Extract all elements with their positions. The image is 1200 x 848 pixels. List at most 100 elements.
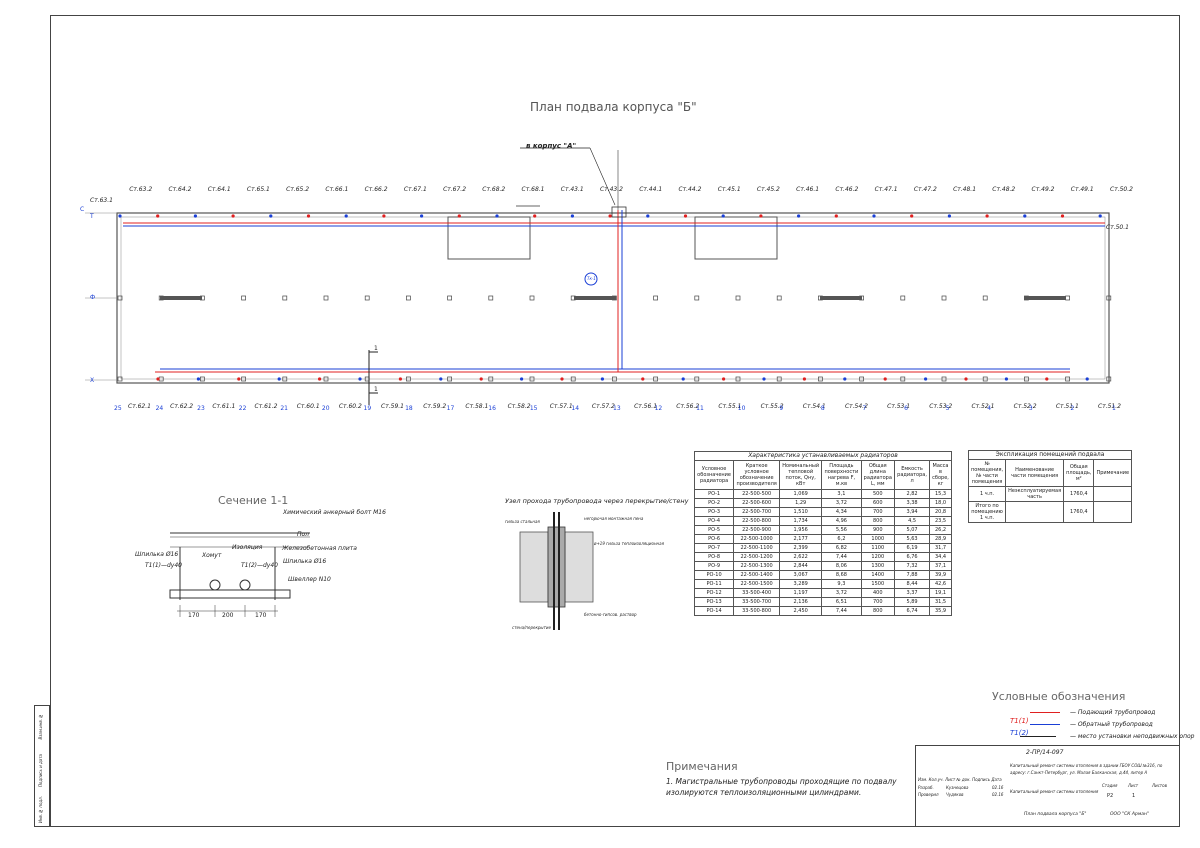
radiator-cell: 7,32 — [894, 561, 931, 571]
radiator-cell: 8,68 — [821, 570, 862, 580]
top-riser-label: Ст.67.2 — [443, 186, 467, 193]
stamp-code: 2-ПР/14-097 — [1026, 749, 1064, 756]
column-mark — [282, 376, 288, 382]
riser-mark — [947, 214, 952, 218]
rooms-header-cell: Общая площадь, м² — [1063, 459, 1095, 487]
column-mark — [323, 295, 329, 301]
column-mark — [1065, 295, 1070, 301]
radiator-cell: 23,5 — [929, 516, 952, 526]
top-riser-label: Ст.66.1 — [325, 186, 349, 193]
bottom-riser-label: Ст.55.2 — [760, 403, 784, 410]
radiator-header-cell: Условное обозначение радиатора — [693, 460, 735, 490]
side-stamp-0: Инв.№ подл. — [38, 796, 43, 824]
radiator-cell: 35,9 — [929, 606, 952, 616]
rooms-header-cell: Наименование части помещения — [1005, 459, 1065, 487]
radiator-cell: 18,0 — [929, 498, 952, 508]
radiator-cell: 2,450 — [779, 606, 823, 616]
radiator-cell: РО-3 — [693, 507, 735, 517]
radiator-cell: 800 — [860, 606, 896, 616]
axis-number: 8 — [820, 405, 825, 412]
axis-c: С — [80, 206, 85, 213]
column-mark — [447, 376, 452, 382]
top-riser-label: Ст.45.1 — [717, 186, 741, 193]
riser-mark — [156, 214, 160, 218]
radiator-cell: 1400 — [860, 570, 896, 580]
axis-number: 7 — [862, 405, 867, 412]
column-mark — [776, 295, 782, 301]
legend-line-return — [1030, 724, 1060, 725]
node-label-foam: негорючая монтажная пена — [584, 516, 644, 521]
bottom-riser-label: Ст.58.1 — [465, 403, 489, 410]
column-mark — [406, 376, 411, 382]
column-mark — [900, 295, 906, 301]
radiator-cell: 6,19 — [894, 543, 931, 553]
riser-mark — [570, 214, 575, 218]
section-label-floor: Пол — [297, 531, 310, 538]
radiator-cell: 6,76 — [894, 552, 931, 562]
column-mark — [1024, 376, 1029, 382]
stamp-date-2: 02.16 — [992, 792, 1004, 797]
top-riser-label: Ст.48.2 — [992, 186, 1016, 193]
notes-title: Примечания — [666, 760, 738, 773]
notes-text-1: 1. Магистральные трубопроводы проходящие… — [666, 777, 897, 786]
radiator-cell: РО-4 — [693, 516, 735, 526]
radiator-cell: РО-9 — [693, 561, 735, 571]
stamp-dev: Разраб. — [918, 785, 934, 790]
column-mark — [282, 295, 288, 301]
axis-number: 24 — [155, 405, 164, 412]
radiator-cell: 3,94 — [894, 507, 931, 517]
column-mark — [735, 295, 741, 301]
legend-code-return: Т1(2) — [1010, 729, 1029, 737]
node-drawing — [519, 512, 594, 630]
radiator-cell: 500 — [860, 489, 896, 499]
axis-number: 25 — [114, 405, 122, 412]
riser-mark — [641, 377, 645, 381]
riser-mark — [533, 214, 537, 218]
column-mark — [570, 376, 576, 382]
top-riser-label: Ст.63.1 — [90, 197, 113, 204]
legend-code-supply: Т1(1) — [1010, 717, 1029, 725]
rooms-cell — [1093, 501, 1133, 523]
section-label-bolt: Химический анкерный болт М16 — [283, 509, 386, 516]
riser-mark — [834, 214, 838, 218]
section-label-stud-right: Шпилька Ø16 — [283, 558, 327, 565]
top-riser-label: Ст.65.2 — [286, 186, 310, 193]
node-label-mortar: бетонно-гипсов. раствор — [584, 612, 637, 617]
riser-mark — [924, 377, 928, 381]
radiator-cell: 900 — [860, 525, 896, 535]
section-title: Сечение 1-1 — [218, 494, 289, 507]
section-label-channel: Швеллер N10 — [288, 576, 331, 583]
bottom-riser-label: Ст.62.1 — [128, 403, 151, 410]
bottom-riser-label: Ст.61.1 — [212, 403, 236, 410]
top-riser-label: Ст.68.1 — [521, 186, 545, 193]
riser-mark — [964, 377, 968, 381]
riser-mark — [843, 377, 847, 381]
radiator-cell: 3,289 — [779, 579, 823, 589]
radiator-cell: 6,82 — [821, 543, 862, 553]
section-label-t12: Т1(2)—dу40 — [241, 562, 278, 569]
section-drawing — [169, 532, 310, 617]
riser-mark — [1004, 377, 1009, 381]
riser-mark — [985, 214, 989, 218]
axis-number: 17 — [446, 405, 455, 412]
radiator-header-cell: Краткое условное обозначение производите… — [733, 460, 781, 490]
radiator-cell: 1100 — [860, 543, 896, 553]
rooms-cell — [1005, 501, 1065, 523]
column-mark — [241, 295, 246, 301]
radiator-cell: 1,069 — [779, 489, 823, 499]
top-riser-label: Ст.47.2 — [913, 186, 937, 193]
radiator-cell: 700 — [860, 597, 896, 607]
legend-text-return: — Обратный трубопровод — [1070, 721, 1153, 728]
radiator-cell: 33-500-700 — [733, 597, 781, 607]
column-mark — [529, 295, 535, 301]
riser-mark — [457, 214, 461, 218]
bottom-riser-label: Ст.61.2 — [254, 403, 278, 410]
bottom-riser-label: Ст.53.2 — [929, 403, 953, 410]
radiator-cell: 7,88 — [894, 570, 931, 580]
bottom-riser-label: Ст.57.1 — [549, 403, 573, 410]
axis-number: 10 — [737, 405, 746, 412]
axis-number: 6 — [904, 405, 908, 412]
